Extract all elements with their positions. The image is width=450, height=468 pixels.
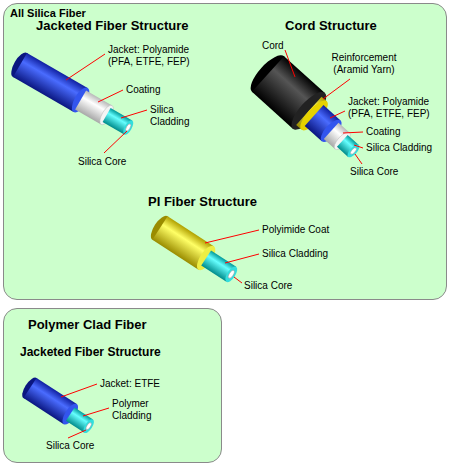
panel-title: Polymer Clad Fiber bbox=[28, 317, 146, 332]
polymer-clad-fiber bbox=[19, 375, 98, 438]
leader-line bbox=[205, 230, 259, 243]
leader-line bbox=[66, 54, 105, 80]
part-name: Jacket: ETFE bbox=[100, 378, 160, 390]
pi-fiber bbox=[147, 213, 242, 288]
leader-line bbox=[343, 132, 363, 133]
section-heading: Cord Structure bbox=[285, 20, 377, 32]
leader-line bbox=[104, 131, 127, 153]
polymer-cladding-layer bbox=[66, 407, 93, 432]
leader-line bbox=[225, 254, 259, 263]
leader-line bbox=[98, 90, 123, 102]
leader-line bbox=[83, 408, 109, 416]
part-name: Silica Cladding bbox=[262, 248, 328, 260]
leader-line bbox=[355, 154, 362, 164]
part-name: Jacket: Polyamide (PFA, ETFE, FEP) bbox=[348, 96, 443, 120]
part-name: Silica Cladding bbox=[366, 142, 432, 154]
section-heading: Jacketed Fiber Structure bbox=[20, 346, 161, 358]
part-name: Silica Core bbox=[350, 166, 398, 178]
leader-line bbox=[61, 384, 97, 397]
section-heading: PI Fiber Structure bbox=[148, 196, 257, 208]
leader-line bbox=[330, 111, 345, 118]
cladding-face bbox=[121, 119, 135, 136]
part-name: Reinforcement (Aramid Yarn) bbox=[322, 52, 406, 76]
leader-line bbox=[323, 79, 350, 99]
leader-line bbox=[354, 145, 363, 148]
leader-lines bbox=[61, 50, 363, 438]
core-face bbox=[125, 123, 132, 132]
part-name: Coating bbox=[366, 126, 400, 138]
part-name: Polyimide Coat bbox=[262, 224, 329, 236]
part-name: Coating bbox=[126, 84, 160, 96]
core-face bbox=[85, 422, 92, 431]
cladding-face bbox=[346, 143, 362, 160]
cladding-layer bbox=[103, 108, 133, 134]
part-name: Silica Core bbox=[244, 280, 292, 292]
cladding-face bbox=[81, 418, 96, 435]
core-face bbox=[349, 147, 357, 155]
cladding-face bbox=[223, 265, 240, 284]
part-name: Jacket: Polyamide (PFA, ETFE, FEP) bbox=[108, 44, 203, 68]
leader-line bbox=[68, 430, 86, 438]
panel-title: All Silica Fiber bbox=[10, 7, 86, 19]
part-name: Silica Core bbox=[46, 440, 94, 452]
part-name: Polymer Cladding bbox=[112, 398, 162, 422]
section-heading: Jacketed Fiber Structure bbox=[36, 20, 188, 32]
leader-line bbox=[234, 277, 242, 283]
cladding-layer bbox=[201, 250, 236, 281]
part-name: Silica Core bbox=[78, 156, 126, 168]
part-name: Silica Cladding bbox=[150, 104, 198, 128]
leader-line bbox=[121, 110, 147, 118]
leader-line bbox=[285, 50, 295, 77]
part-name: Cord bbox=[262, 40, 284, 52]
